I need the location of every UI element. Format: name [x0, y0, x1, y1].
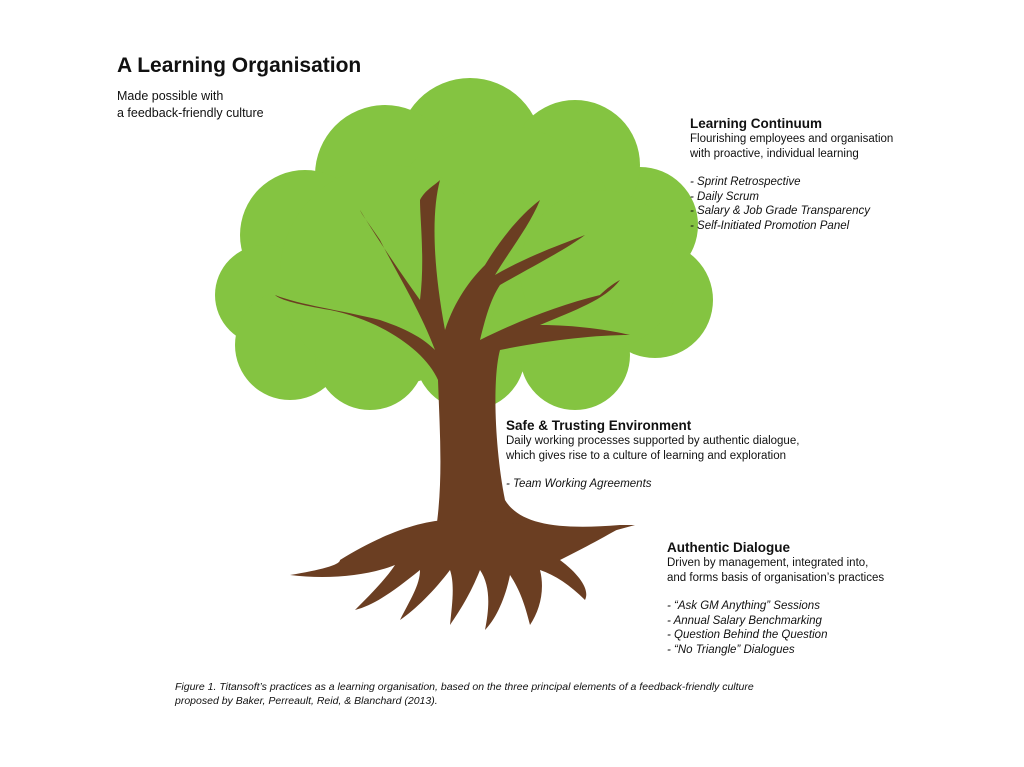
- subtitle: Made possible with a feedback-friendly c…: [117, 88, 264, 122]
- safe-trusting-block: Safe & Trusting Environment Daily workin…: [506, 417, 799, 492]
- section-description: with proactive, individual learning: [690, 147, 859, 160]
- caption-line: proposed by Baker, Perreault, Reid, & Bl…: [175, 695, 438, 707]
- practice-item: - Sprint Retrospective: [690, 176, 801, 188]
- practice-item: - Question Behind the Question: [667, 629, 828, 641]
- section-description: Driven by management, integrated into,: [667, 557, 869, 569]
- subtitle-line: Made possible with: [117, 89, 224, 103]
- authentic-dialogue-block: Authentic Dialogue Driven by management,…: [667, 539, 884, 657]
- section-heading: Safe & Trusting Environment: [506, 418, 692, 433]
- section-heading: Authentic Dialogue: [667, 540, 791, 555]
- practice-item: - Salary & Job Grade Transparency: [690, 205, 871, 217]
- practice-item: - “Ask GM Anything” Sessions: [667, 600, 820, 612]
- section-heading: Learning Continuum: [690, 116, 822, 131]
- practice-item: - Self-Initiated Promotion Panel: [690, 219, 850, 232]
- section-description: and forms basis of organisation’s practi…: [667, 571, 885, 584]
- page-title: A Learning Organisation: [117, 54, 362, 77]
- practice-item: - Team Working Agreements: [506, 478, 652, 490]
- tree-trunk-branches: [275, 180, 635, 630]
- practice-item: - Daily Scrum: [690, 190, 760, 203]
- caption-line: Figure 1. Titansoft’s practices as a lea…: [175, 681, 754, 693]
- learning-continuum-block: Learning Continuum Flourishing employees…: [690, 115, 893, 233]
- practice-item: - Annual Salary Benchmarking: [667, 614, 822, 627]
- section-description: Flourishing employees and organisation: [690, 133, 894, 145]
- section-description: Daily working processes supported by aut…: [506, 435, 800, 447]
- practice-item: - “No Triangle” Dialogues: [667, 643, 795, 656]
- subtitle-line: a feedback-friendly culture: [117, 106, 264, 120]
- figure-caption: Figure 1. Titansoft’s practices as a lea…: [175, 680, 754, 708]
- section-description: which gives rise to a culture of learnin…: [506, 449, 786, 462]
